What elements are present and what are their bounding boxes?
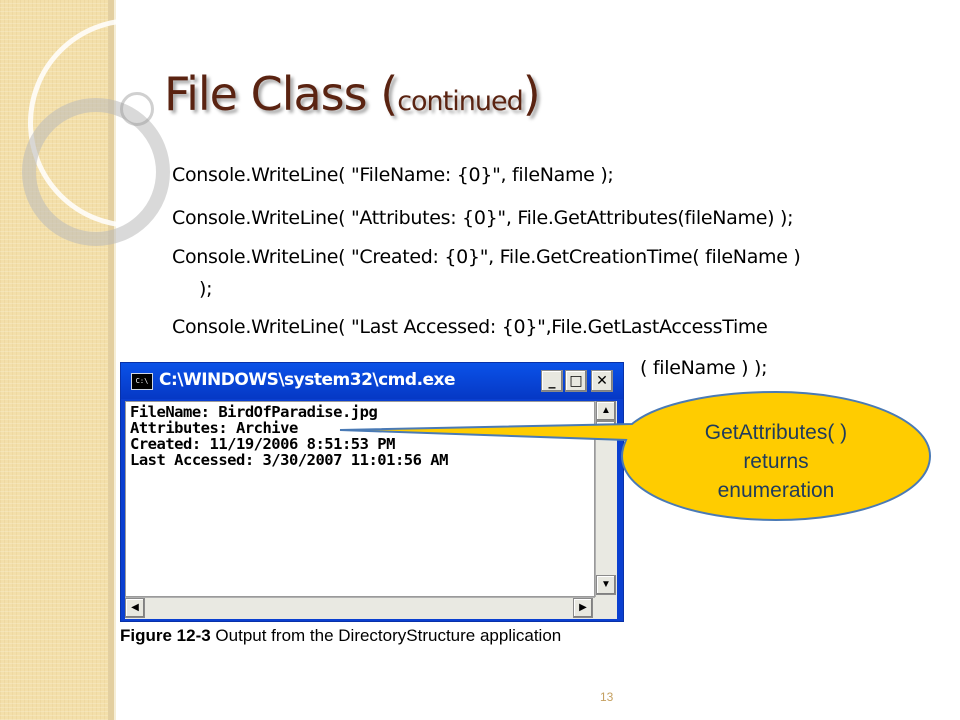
horizontal-scrollbar[interactable]: ◀ ▶ — [125, 597, 595, 619]
callout-bubble: GetAttributes( ) returns enumeration — [339, 390, 932, 522]
minimize-button[interactable]: _ — [541, 370, 563, 392]
console-app-icon[interactable]: C:\ — [131, 373, 153, 390]
console-output-line: Last Accessed: 3/30/2007 11:01:56 AM — [130, 451, 448, 469]
code-line-4-continued: ( fileName ) ); — [640, 357, 768, 379]
slide-title: File Class (continued) — [164, 67, 541, 121]
callout-line: returns — [743, 450, 809, 473]
decorative-ring-small — [120, 92, 154, 126]
sidebar-edge — [108, 0, 114, 720]
scroll-down-arrow-icon[interactable]: ▼ — [596, 575, 616, 595]
code-line-4: Console.WriteLine( "Last Accessed: {0}",… — [172, 316, 768, 338]
figure-label: Figure 12-3 — [120, 626, 211, 645]
console-output-line: Attributes: Archive — [130, 419, 298, 437]
figure-caption-text: Output from the DirectoryStructure appli… — [210, 626, 562, 645]
console-titlebar[interactable]: C:\ C:\WINDOWS\system32\cmd.exe _ □ ✕ — [121, 363, 623, 399]
callout-line: GetAttributes( ) — [704, 421, 848, 444]
callout-shape — [339, 390, 932, 522]
scroll-right-arrow-icon[interactable]: ▶ — [573, 598, 593, 618]
code-line-2: Console.WriteLine( "Attributes: {0}", Fi… — [172, 207, 794, 229]
maximize-button[interactable]: □ — [565, 370, 587, 392]
page-number: 13 — [600, 690, 614, 704]
console-output-line: Created: 11/19/2006 8:51:53 PM — [130, 435, 395, 453]
callout-line: enumeration — [717, 479, 835, 502]
close-button[interactable]: ✕ — [591, 370, 613, 392]
console-window: C:\ C:\WINDOWS\system32\cmd.exe _ □ ✕ Fi… — [120, 362, 624, 622]
scroll-up-arrow-icon[interactable]: ▲ — [596, 401, 616, 421]
code-line-3: Console.WriteLine( "Created: {0}", File.… — [172, 246, 801, 268]
code-line-1: Console.WriteLine( "FileName: {0}", file… — [172, 164, 614, 186]
figure-caption: Figure 12-3 Output from the DirectoryStr… — [120, 626, 561, 646]
scroll-left-arrow-icon[interactable]: ◀ — [125, 598, 145, 618]
sidebar-edge-highlight — [114, 0, 116, 720]
console-output-line: FileName: BirdOfParadise.jpg — [130, 403, 378, 421]
scrollbar-corner — [595, 597, 617, 619]
code-line-3-continued: ); — [199, 278, 213, 300]
console-title: C:\WINDOWS\system32\cmd.exe — [159, 370, 456, 390]
callout-text: GetAttributes( ) returns enumeration — [620, 418, 932, 505]
